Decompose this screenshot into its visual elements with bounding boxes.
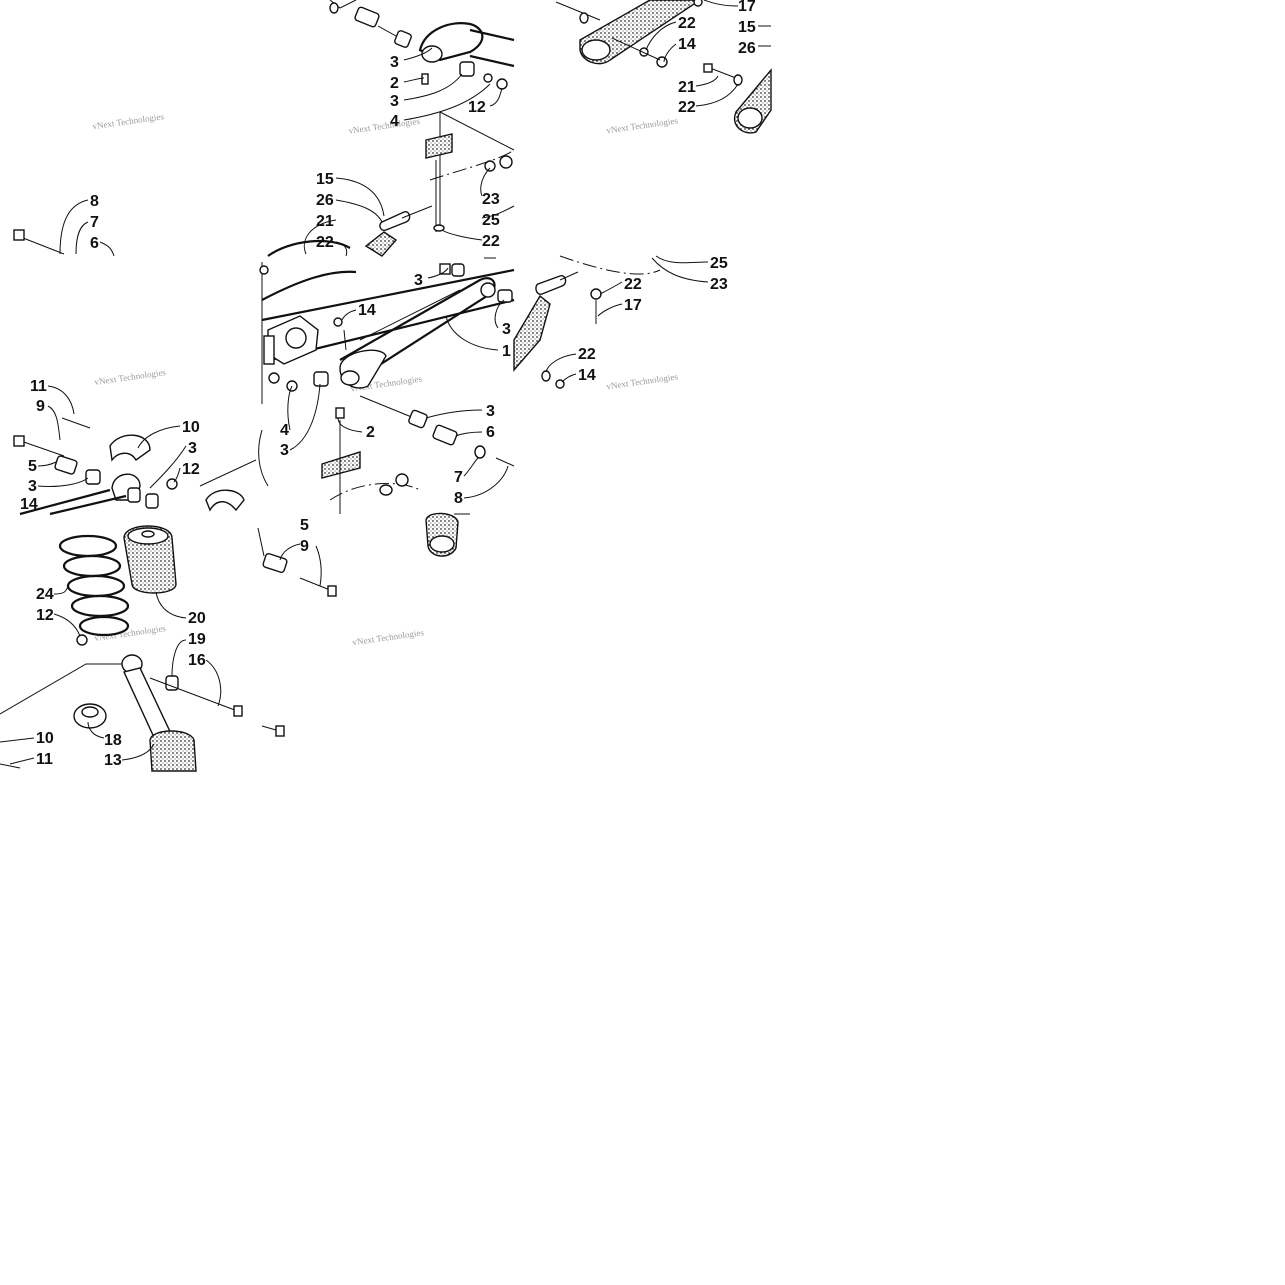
callout-number: 24 [36, 586, 54, 603]
callout-number: 3 [28, 478, 37, 495]
callout-number: 3 [414, 272, 423, 289]
callout-number: 3 [390, 93, 399, 110]
callout-number: 22 [678, 99, 696, 116]
tile-bottom-middle [257, 512, 459, 737]
callout-number: 14 [358, 302, 376, 319]
callout-number: 8 [90, 193, 99, 210]
callout-number: 25 [710, 255, 728, 272]
callout-number: 22 [624, 276, 642, 293]
callout-number: 15 [738, 19, 756, 36]
watermark: vNext Technologies [94, 367, 167, 387]
callout-number: 11 [30, 378, 47, 395]
callout-number: 17 [624, 297, 642, 314]
callout-number: 9 [300, 538, 309, 555]
watermark: vNext Technologies [92, 111, 165, 131]
callout-number: 21 [678, 79, 696, 96]
callout-number: 3 [280, 442, 289, 459]
callout-number: 10 [36, 730, 54, 747]
callout-numbers: 3 2 3 4 12 17 22 14 15 26 21 22 8 7 6 15… [20, 0, 756, 769]
callout-number: 7 [454, 469, 463, 486]
callout-number: 8 [454, 490, 463, 507]
callout-number: 14 [578, 367, 596, 384]
callout-number: 16 [188, 652, 206, 669]
tile-center-right [513, 255, 661, 389]
coil-spring [58, 534, 130, 637]
callout-number: 1 [502, 343, 511, 360]
callout-number: 2 [366, 424, 375, 441]
partial-labels [454, 257, 496, 515]
callout-number: 3 [188, 440, 197, 457]
callout-number: 22 [482, 233, 500, 250]
callout-number: 3 [502, 321, 511, 338]
tile-top-middle [267, 0, 515, 257]
callout-number: 26 [316, 192, 334, 209]
callout-number: 3 [390, 54, 399, 71]
callout-number: 6 [90, 235, 99, 252]
callout-number: 6 [486, 424, 495, 441]
callout-number: 5 [300, 517, 309, 534]
watermark: vNext Technologies [606, 371, 679, 391]
callout-number: 11 [36, 751, 53, 768]
callout-number: 18 [104, 732, 122, 749]
callout-number: 23 [710, 276, 728, 293]
callout-number: 25 [482, 212, 500, 229]
callout-number: 10 [182, 419, 200, 436]
callout-number: 12 [182, 461, 200, 478]
watermark: vNext Technologies [352, 627, 425, 647]
watermark: vNext Technologies [94, 623, 167, 643]
callout-number: 12 [36, 607, 54, 624]
callout-number: 26 [738, 40, 756, 57]
callout-number: 12 [468, 99, 486, 116]
callout-number: 21 [316, 213, 334, 230]
callout-number: 4 [390, 113, 399, 130]
callout-number: 22 [316, 234, 334, 251]
callout-number: 7 [90, 214, 99, 231]
callout-number: 20 [188, 610, 206, 627]
tile-left [13, 417, 257, 516]
callout-number: 2 [390, 75, 399, 92]
tile-mid-left-bolt [13, 229, 65, 255]
callout-number: 19 [188, 631, 206, 648]
callout-number: 14 [20, 496, 38, 513]
callout-number: 15 [316, 171, 334, 188]
callout-number: 3 [486, 403, 495, 420]
leader-lines [0, 0, 771, 765]
callout-number: 4 [280, 422, 289, 439]
callout-number: 14 [678, 36, 696, 53]
callout-number: 22 [678, 15, 696, 32]
tile-bottom-left [0, 525, 243, 772]
tile-center [258, 262, 515, 514]
callout-number: 23 [482, 191, 500, 208]
callout-number: 13 [104, 752, 122, 769]
callout-number: 9 [36, 398, 45, 415]
callout-number: 22 [578, 346, 596, 363]
callout-number: 5 [28, 458, 37, 475]
callout-number: 17 [738, 0, 756, 15]
tile-top-right [555, 0, 772, 134]
watermark: vNext Technologies [606, 115, 679, 135]
